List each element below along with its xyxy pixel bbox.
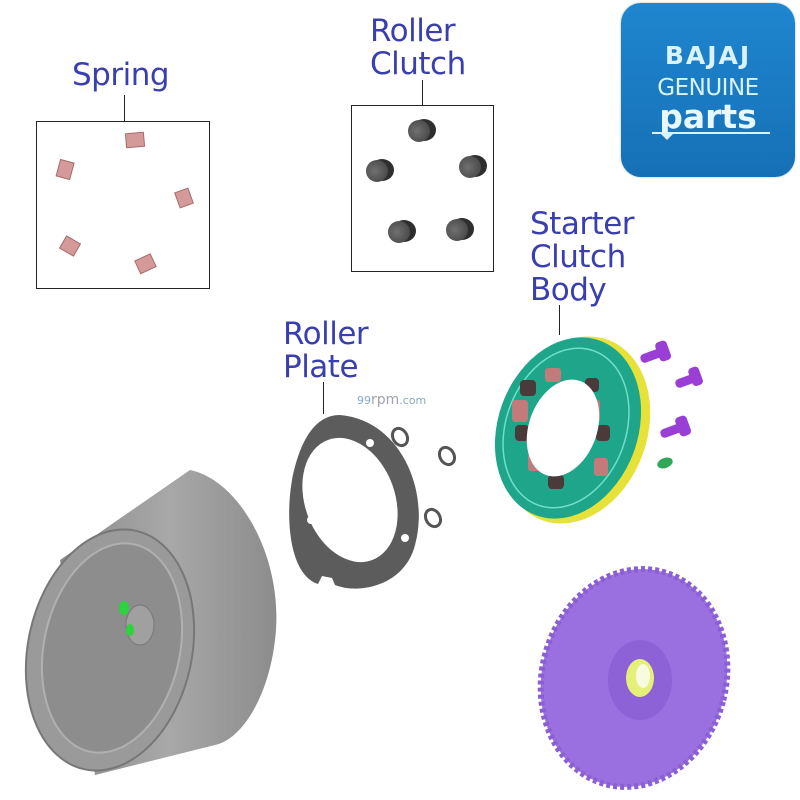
- leader-roller-clutch: [422, 80, 423, 106]
- watermark-suffix: .com: [399, 394, 427, 407]
- starter-clutch-body-shape: [494, 336, 651, 524]
- logo-parts: parts: [659, 97, 757, 136]
- leader-roller-plate: [323, 382, 324, 414]
- leader-spring: [124, 95, 125, 122]
- label-roller-plate: Roller Plate: [283, 316, 369, 385]
- washer-icons: [390, 426, 457, 529]
- label-roller-clutch: Roller Clutch: [370, 13, 466, 82]
- watermark: 99rpm.com: [357, 392, 426, 408]
- bajaj-genuine-parts-logo: BAJAJ GENUINE parts: [621, 3, 795, 177]
- label-starter-clutch-body: Starter Clutch Body: [530, 206, 635, 308]
- label-spring: Spring: [72, 57, 170, 93]
- logo-brand: BAJAJ: [664, 41, 752, 70]
- spring-icons: [55, 131, 194, 275]
- logo-arrow-icon: [661, 134, 673, 140]
- starter-gear-shape: [537, 566, 731, 790]
- leader-starter-clutch-body: [559, 305, 560, 335]
- drum-housing-shape: [24, 470, 277, 775]
- watermark-prefix: 99: [357, 394, 371, 407]
- roller-plate-shape: [289, 415, 419, 589]
- logo-underline: [652, 132, 770, 134]
- bolt-icons: [640, 340, 703, 469]
- roller-icons: [366, 119, 487, 243]
- logo-genuine: GENUINE: [657, 75, 759, 101]
- watermark-main: rpm: [371, 392, 400, 408]
